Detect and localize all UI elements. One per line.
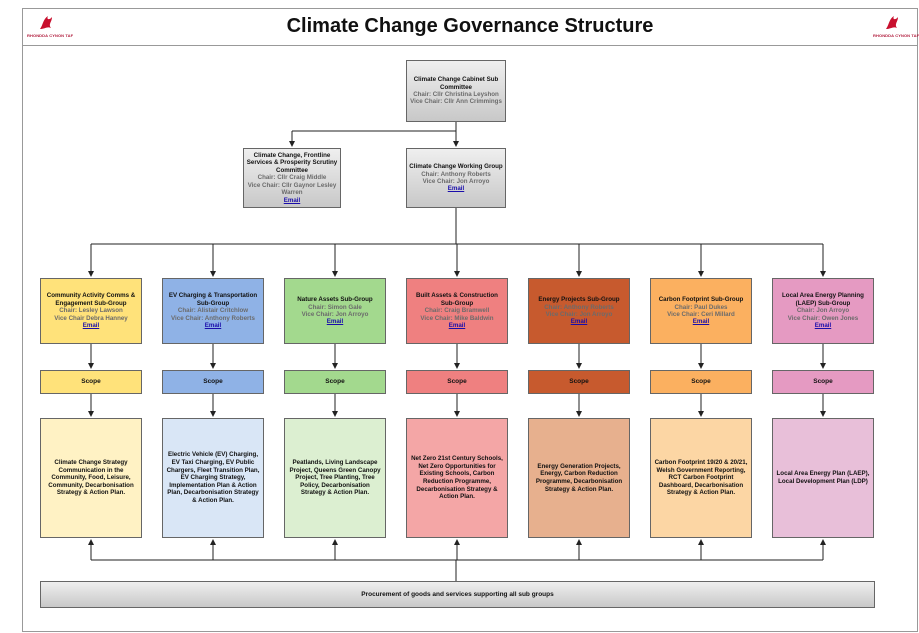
subgroup-email-link[interactable]: Email (692, 318, 710, 326)
scope-description: Peatlands, Living Landscape Project, Que… (289, 459, 381, 497)
cabinet-sub-committee-box: Climate Change Cabinet Sub Committee Cha… (406, 60, 506, 122)
subgroup-vice-chair: Vice Chair: Owen Jones (787, 314, 859, 322)
diagram-frame (22, 8, 918, 632)
scope-label: Scope (81, 378, 101, 386)
scope-label: Scope (203, 378, 223, 386)
scope-label: Scope (813, 378, 833, 386)
council-logo-right: RHONDDA CYNON TAF (873, 13, 919, 43)
subgroup-name: Energy Projects Sub-Group (538, 296, 620, 304)
subgroup-chair: Chair: Craig Bramwell (424, 307, 490, 315)
scope-description-box: Peatlands, Living Landscape Project, Que… (284, 418, 386, 538)
subgroup-email-link[interactable]: Email (448, 322, 466, 330)
scope-description: Electric Vehicle (EV) Charging, EV Taxi … (166, 451, 260, 504)
subgroup-name: Carbon Footprint Sub-Group (658, 296, 744, 304)
subgroup-vice-chair: Vice Chair: Jon Arroyo (545, 311, 613, 318)
scope-box: Scope (528, 370, 630, 394)
scrutiny-name: Climate Change, Frontline Services & Pro… (246, 152, 338, 174)
subgroup-email-link[interactable]: Email (204, 322, 222, 330)
working-group-email-link[interactable]: Email (447, 185, 465, 193)
subgroup-chair: Chair: Alistair Critchlow (177, 307, 249, 315)
subgroup-box: Local Area Energy Planning (LAEP) Sub-Gr… (772, 278, 874, 344)
logo-caption: RHONDDA CYNON TAF (27, 33, 74, 38)
cabinet-name: Climate Change Cabinet Sub Committee (413, 76, 499, 91)
council-logo-left: RHONDDA CYNON TAF (27, 13, 74, 43)
subgroup-chair: Chair: Lesley Lawson (59, 307, 123, 315)
scope-description-box: Local Area Energy Plan (LAEP), Local Dev… (772, 418, 874, 538)
scope-box: Scope (284, 370, 386, 394)
scope-description: Climate Change Strategy Communication in… (48, 459, 134, 497)
subgroup-email-link[interactable]: Email (82, 322, 100, 330)
scope-description-box: Net Zero 21st Century Schools, Net Zero … (406, 418, 508, 538)
subgroup-email-link[interactable]: Email (326, 318, 344, 326)
subgroup-chair: Chair: Anthony Roberts (544, 303, 614, 311)
subgroup-chair: Chair: Paul Dukes (674, 303, 728, 311)
subgroup-name: Community Activity Comms & Engagement Su… (46, 292, 136, 307)
scope-box: Scope (650, 370, 752, 394)
scope-description-box: Carbon Footprint 19/20 & 20/21, Welsh Go… (650, 418, 752, 538)
page-title: Climate Change Governance Structure (286, 15, 654, 37)
working-group-name: Climate Change Working Group (409, 163, 503, 171)
procurement-box: Procurement of goods and services suppor… (40, 581, 875, 608)
cabinet-chair: Chair: Cllr Christina Leyshon (413, 91, 499, 98)
logo-caption: RHONDDA CYNON TAF (873, 33, 919, 38)
subgroup-name: EV Charging & Transportation Sub-Group (168, 292, 258, 307)
subgroup-chair: Chair: Simon Gale (308, 303, 362, 311)
subgroup-vice-chair: Vice Chair: Jon Arroyo (301, 311, 369, 318)
subgroup-name: Nature Assets Sub-Group (297, 296, 373, 304)
working-group-vice-chair: Vice Chair: Jon Arroyo (422, 178, 490, 185)
subgroup-chair: Chair: Jon Arroyo (796, 307, 850, 315)
scope-description-box: Climate Change Strategy Communication in… (40, 418, 142, 538)
title-bar: RHONDDA CYNON TAF Climate Change Governa… (23, 9, 919, 46)
cabinet-vice-chair: Vice Chair: Cllr Ann Crimmings (410, 98, 502, 106)
scope-box: Scope (406, 370, 508, 394)
scrutiny-email-link[interactable]: Email (283, 196, 301, 204)
scrutiny-vice-chair: Vice Chair: Cllr Gaynor Lesley Warren (247, 181, 337, 197)
scope-description: Local Area Energy Plan (LAEP), Local Dev… (776, 470, 870, 485)
scope-box: Scope (162, 370, 264, 394)
scope-description: Energy Generation Projects, Energy, Carb… (535, 462, 623, 493)
scope-label: Scope (447, 378, 467, 386)
scope-label: Scope (325, 378, 345, 386)
scope-description-box: Electric Vehicle (EV) Charging, EV Taxi … (162, 418, 264, 538)
scrutiny-committee-box: Climate Change, Frontline Services & Pro… (243, 148, 341, 208)
subgroup-vice-chair: Vice Chair: Ceri Millard (667, 311, 735, 318)
scope-description: Carbon Footprint 19/20 & 20/21, Welsh Go… (654, 459, 748, 497)
scope-description: Net Zero 21st Century Schools, Net Zero … (411, 455, 503, 501)
working-group-box: Climate Change Working Group Chair: Anth… (406, 148, 506, 208)
subgroup-box: Community Activity Comms & Engagement Su… (40, 278, 142, 344)
subgroup-name: Built Assets & Construction Sub-Group (416, 292, 498, 307)
subgroup-name: Local Area Energy Planning (LAEP) Sub-Gr… (782, 292, 864, 307)
scope-label: Scope (569, 378, 589, 386)
dragon-logo-icon (40, 16, 52, 29)
scope-label: Scope (691, 378, 711, 386)
scope-box: Scope (772, 370, 874, 394)
procurement-label: Procurement of goods and services suppor… (361, 590, 554, 598)
subgroup-vice-chair: Vice Chair Debra Hanney (54, 314, 128, 322)
subgroup-email-link[interactable]: Email (814, 322, 832, 330)
scrutiny-chair: Chair: Cllr Craig Middle (257, 174, 327, 182)
scope-description-box: Energy Generation Projects, Energy, Carb… (528, 418, 630, 538)
working-group-chair: Chair: Anthony Roberts (421, 170, 491, 178)
subgroup-email-link[interactable]: Email (570, 318, 588, 326)
subgroup-vice-chair: Vice Chair: Anthony Roberts (171, 314, 255, 322)
subgroup-vice-chair: Vice Chair: Mike Baldwin (420, 314, 494, 322)
dragon-logo-icon (886, 16, 898, 29)
scope-box: Scope (40, 370, 142, 394)
